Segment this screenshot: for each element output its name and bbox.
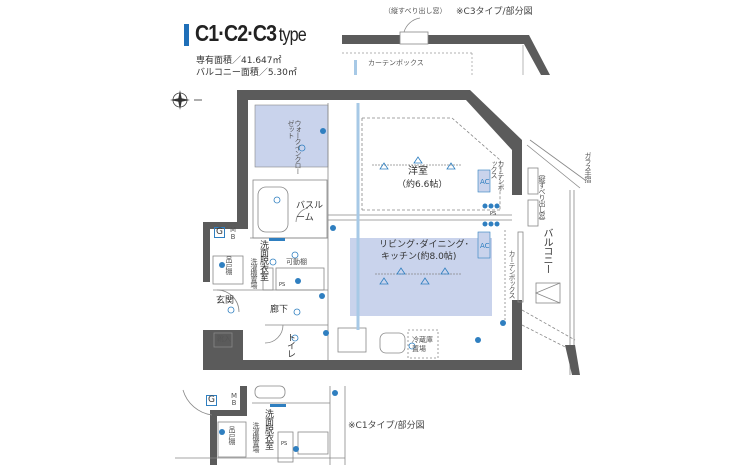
private-area-text: 専有面積／41.647㎡	[196, 56, 282, 66]
c3-curtain-box-label: カーテンボックス	[368, 59, 424, 67]
curtain-box-label: カーテンボックス	[508, 250, 516, 298]
title-accent-bar	[184, 24, 189, 46]
ac-unit	[477, 169, 491, 193]
hanging-cabinet-label: 吊戸棚	[225, 256, 233, 274]
c3-note: ※C3タイプ/部分図	[456, 7, 533, 17]
balcony-area	[517, 139, 586, 375]
c1-partial-plan	[175, 385, 346, 465]
gas-meter-label: G	[214, 227, 225, 238]
plan-type-name: C1·C2·C3	[195, 20, 277, 46]
walk-in-closet-label: ウォークインクローゼット	[287, 120, 302, 174]
c1-washer-label: 洗濯機置場	[252, 422, 260, 452]
hallway-label: 廊下	[270, 305, 289, 315]
fridge-space-label: 冷蔵庫置場	[412, 336, 433, 353]
meter-box-label: MB	[229, 226, 237, 240]
balcony-label: バルコニー	[541, 228, 552, 273]
c3-partial-plan	[342, 17, 550, 75]
ldk-label-line1: リビング･ダイニング･	[379, 240, 470, 250]
wash-room-label: 洗面脱衣室	[258, 240, 268, 280]
walk-in-closet-area	[254, 104, 329, 168]
c1-cabinet-label: 吊戸棚	[228, 426, 236, 444]
c3-window-label: （縦すべり出し窓）	[384, 7, 447, 15]
c1-wash-room-label: 洗面脱衣室	[263, 409, 273, 449]
c1-pipe-space-label: PS	[281, 441, 288, 447]
interior-partitions	[212, 103, 512, 360]
vertical-window-label: （縦すべり出し窓）	[538, 170, 546, 224]
shoe-box-label: 靴入	[217, 335, 231, 343]
c1-gas-meter-label: G	[206, 395, 217, 406]
entrance-label: 玄関	[216, 296, 235, 306]
western-room-label: 洋室	[408, 166, 428, 177]
plan-type-suffix: type	[278, 25, 307, 46]
curtain-box-label: カーテンボックス	[490, 160, 505, 190]
ldk-label-line2: キッチン(約8.0帖)	[381, 252, 457, 262]
washer-space-label: 洗濯機置場	[250, 258, 258, 288]
c1-meter-box-label: MB	[230, 392, 238, 406]
ldk-highlight-area	[350, 238, 492, 316]
main-plan-walls	[203, 90, 522, 370]
c1-note: ※C1タイプ/部分図	[348, 421, 425, 431]
movable-shelf-label: 可動棚	[286, 258, 307, 266]
ac-label: AC	[480, 178, 490, 186]
ac-unit	[477, 231, 491, 259]
compass-icon	[170, 90, 202, 110]
light-fixture-icons	[227, 144, 456, 350]
western-room-size: （約6.6帖）	[397, 180, 448, 190]
pipe-space-label: PS	[279, 282, 286, 288]
electrical-fixture-icons	[219, 128, 506, 343]
toilet-label: トイレ	[285, 333, 295, 357]
ac-label: AC	[480, 242, 490, 250]
balcony-area-text: バルコニー面積／5.30㎡	[196, 68, 297, 78]
pipe-space-label: PS	[490, 211, 497, 217]
glass-railing-label: ガラス手摺	[584, 152, 592, 182]
bathroom-label: バスルーム	[296, 201, 324, 223]
